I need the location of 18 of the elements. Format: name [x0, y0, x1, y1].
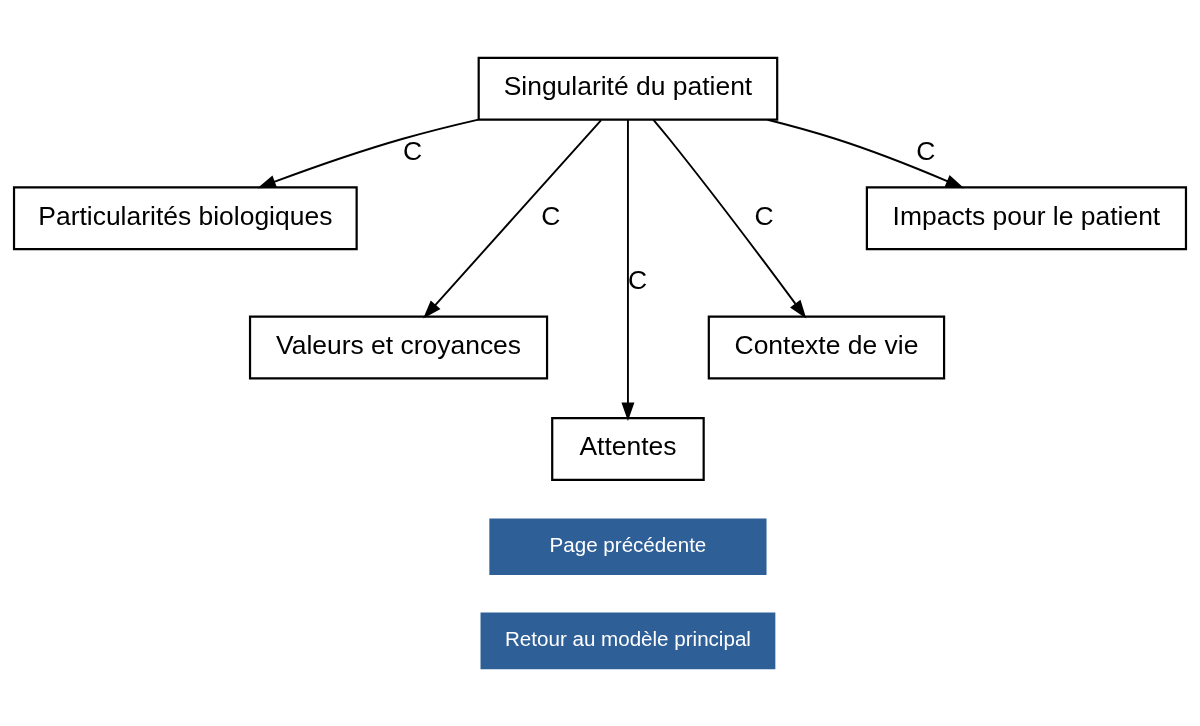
label: Retour au modèle principal — [504, 627, 751, 651]
arrow — [652, 118, 807, 319]
node-box: Particularités biologiques — [12, 186, 358, 251]
node-box: Attentes — [551, 417, 705, 481]
arrow — [766, 118, 965, 189]
edge-label: C — [402, 135, 423, 166]
node-box: Impacts pour le patient — [865, 186, 1188, 251]
edge-label: C — [916, 135, 936, 166]
arrow — [257, 118, 480, 189]
label: Page précédente — [549, 533, 707, 557]
node-box: Contexte de vie — [707, 315, 946, 380]
edge-label: C — [754, 200, 774, 231]
edge-label: C — [541, 200, 561, 231]
arrow — [423, 119, 603, 319]
edge-label: C — [627, 265, 648, 296]
node-box: Singularité du patient — [477, 56, 779, 121]
node-box: Valeurs et croyances — [248, 315, 549, 380]
arrow — [621, 119, 635, 421]
